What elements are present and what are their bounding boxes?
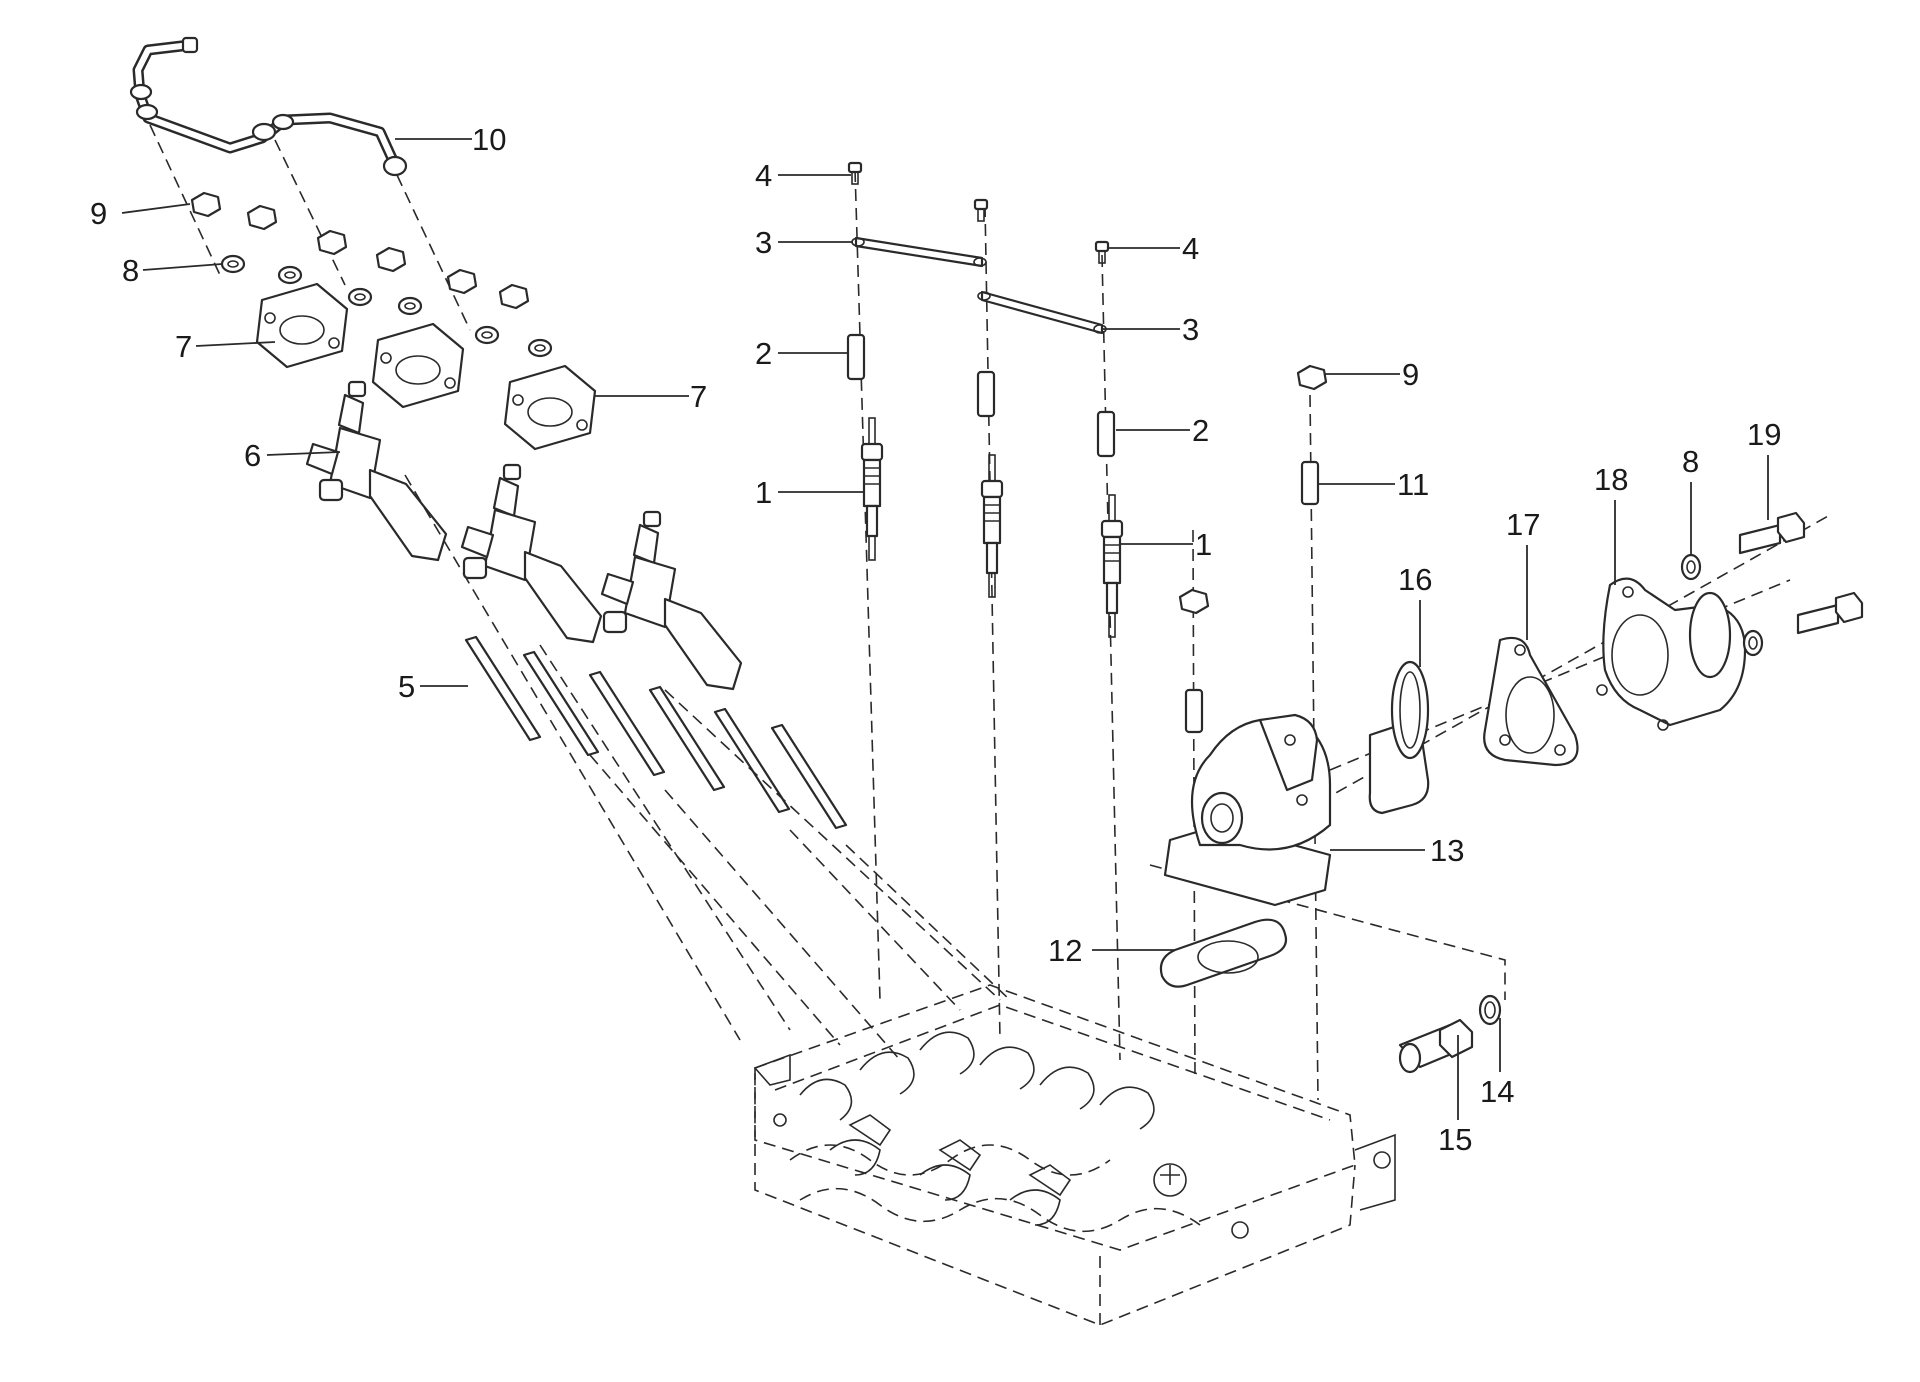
glow-plug-1 — [860, 417, 884, 561]
glow-plug-2 — [980, 454, 1004, 598]
callout-spacer-b: 2 — [1192, 413, 1209, 448]
callout-thermostat-housing: 13 — [1430, 833, 1464, 868]
callout-labels: 9 8 7 6 5 10 7 4 3 2 1 4 3 2 1 9 11 12 1… — [90, 122, 1781, 1157]
callout-washer-a: 8 — [122, 253, 139, 288]
injector-nuts-washers — [190, 191, 553, 358]
pins — [464, 635, 848, 830]
callout-spacer-a: 2 — [755, 336, 772, 371]
callout-flange-b: 7 — [690, 379, 707, 414]
glow-plug-3 — [1100, 494, 1124, 638]
callout-stud: 11 — [1397, 467, 1429, 502]
glow-plug-group — [846, 161, 1124, 638]
injector-flanges — [255, 282, 597, 451]
callout-o-ring: 14 — [1480, 1074, 1514, 1109]
callout-injector: 6 — [244, 438, 261, 473]
pipe-guide-lines — [149, 124, 471, 331]
callout-thermostat: 16 — [1398, 562, 1432, 597]
cylinder-head — [753, 984, 1396, 1326]
callout-glow-plug-b: 1 — [1195, 527, 1212, 562]
fuel-return-pipe — [129, 36, 408, 177]
injector-2 — [460, 463, 603, 644]
thermostat-group — [1159, 364, 1864, 1074]
callout-bus-bar-a: 3 — [755, 225, 772, 260]
callout-screw-a: 4 — [755, 158, 772, 193]
injector-1 — [305, 380, 448, 562]
callout-flange-a: 7 — [175, 329, 192, 364]
callout-glow-plug-a: 1 — [755, 475, 772, 510]
injector-3 — [600, 510, 743, 691]
callout-bus-bar-b: 3 — [1182, 312, 1199, 347]
callout-gasket: 12 — [1048, 933, 1082, 968]
callout-pin: 5 — [398, 669, 415, 704]
callout-fuel-return-pipe: 10 — [472, 122, 506, 157]
callout-nut-a: 9 — [90, 196, 107, 231]
callout-thermostat-cover: 18 — [1594, 462, 1628, 497]
callout-bolt: 19 — [1747, 417, 1781, 452]
injectors — [305, 380, 743, 691]
callout-union: 15 — [1438, 1122, 1472, 1157]
leader-lines — [121, 138, 1769, 1120]
callout-washer-b: 8 — [1682, 444, 1699, 479]
callout-nut-b: 9 — [1402, 357, 1419, 392]
callout-cover-gasket: 17 — [1506, 507, 1540, 542]
callout-screw-b: 4 — [1182, 231, 1199, 266]
